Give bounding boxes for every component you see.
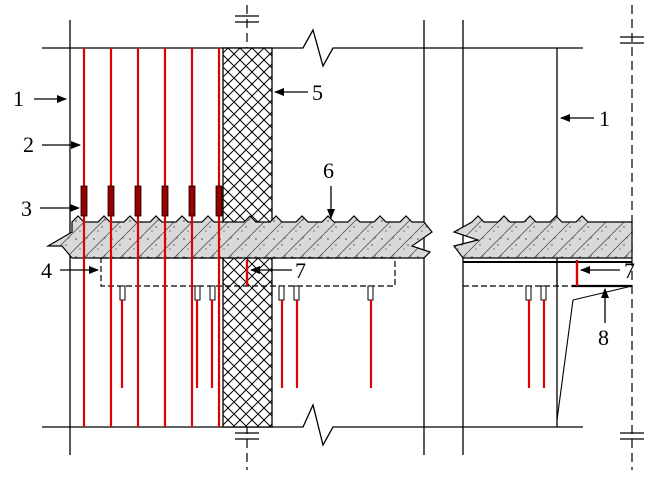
slab-right [452, 215, 633, 259]
slab-left [45, 215, 433, 259]
label-1-left: 1 [13, 86, 24, 111]
label-8: 8 [598, 325, 609, 350]
anchor-stubs [119, 285, 547, 301]
beam-box-right [463, 261, 632, 288]
item8-leaders [556, 285, 633, 421]
red-rebars [82, 48, 579, 427]
rebar-caps [80, 185, 223, 217]
label-7-right: 7 [624, 258, 635, 283]
label-1-right: 1 [599, 106, 610, 131]
label-2: 2 [23, 132, 34, 157]
leader-arrows [34, 88, 620, 323]
label-7-middle: 7 [295, 258, 306, 283]
label-4: 4 [41, 258, 52, 283]
label-3: 3 [21, 196, 32, 221]
label-5: 5 [312, 80, 323, 105]
label-6: 6 [323, 158, 334, 183]
